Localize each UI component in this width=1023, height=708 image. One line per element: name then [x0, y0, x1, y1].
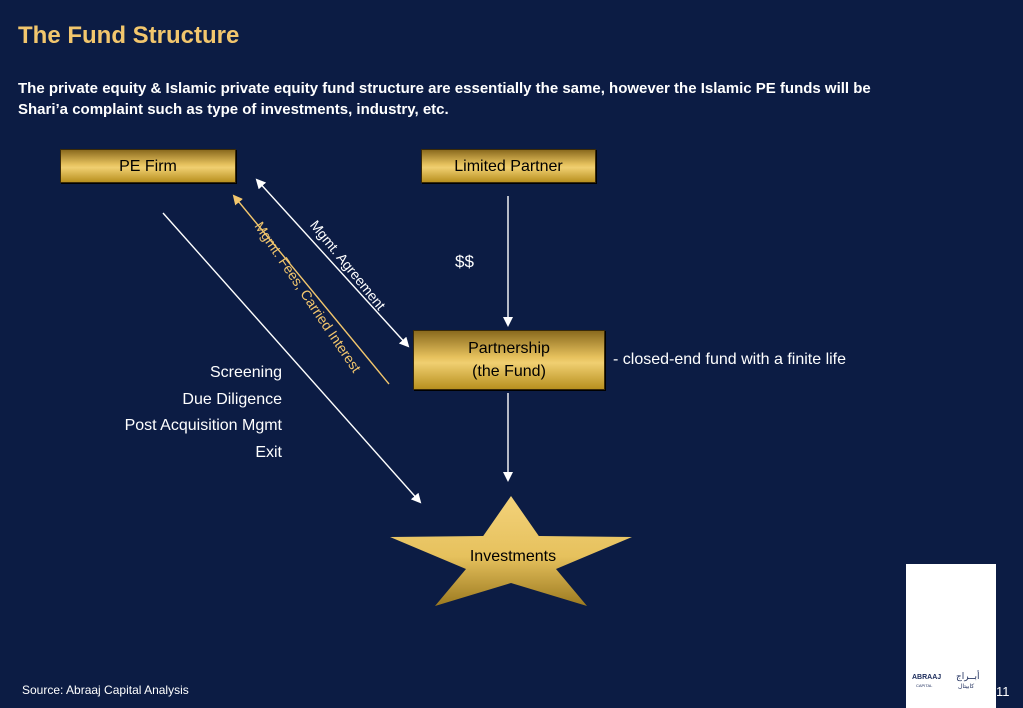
node-partnership-line2: (the Fund) [472, 363, 546, 380]
node-pe-firm-label: PE Firm [119, 157, 177, 175]
logo-panel [906, 564, 996, 708]
logo-text-latin-sub: CAPITAL [916, 683, 933, 688]
pe-activity-item: Post Acquisition Mgmt [124, 417, 282, 434]
page-number: 11 [996, 684, 1010, 699]
source-note: Source: Abraaj Capital Analysis [22, 683, 189, 697]
capital-label: $$ [455, 252, 474, 271]
node-investments-label: Investments [469, 548, 557, 565]
pe-activity-item: Screening [209, 364, 282, 381]
mgmt-agreement-arrow [255, 178, 410, 348]
logo-text-arabic-sub: كابيتال [958, 683, 974, 690]
page-subtitle: The private equity & Islamic private equ… [18, 80, 871, 118]
pe-activity-item: Exit [255, 443, 282, 461]
page-title: The Fund Structure [18, 22, 240, 49]
node-pe-firm: PE Firm [60, 149, 236, 183]
fund-note: - closed-end fund with a finite life [613, 351, 847, 368]
pe-activity-item: Due Diligence [182, 390, 282, 408]
node-limited-partner: Limited Partner [421, 149, 596, 183]
node-partnership-line1: Partnership [468, 340, 550, 357]
pe-to-investments-arrow [162, 212, 422, 504]
investments-star [390, 496, 632, 606]
mgmt-fees-arrow [232, 194, 390, 385]
logo-text-latin: ABRAAJ [912, 674, 941, 681]
pe-activities-list: Screening Due Diligence Post Acquisition… [125, 360, 282, 466]
node-partnership: Partnership (the Fund) [413, 330, 605, 390]
node-limited-partner-label: Limited Partner [454, 157, 563, 175]
logo-text-arabic: أبــراج [956, 670, 980, 682]
logo-text: ABRAAJ CAPITAL أبــراج كابيتال [912, 670, 980, 690]
